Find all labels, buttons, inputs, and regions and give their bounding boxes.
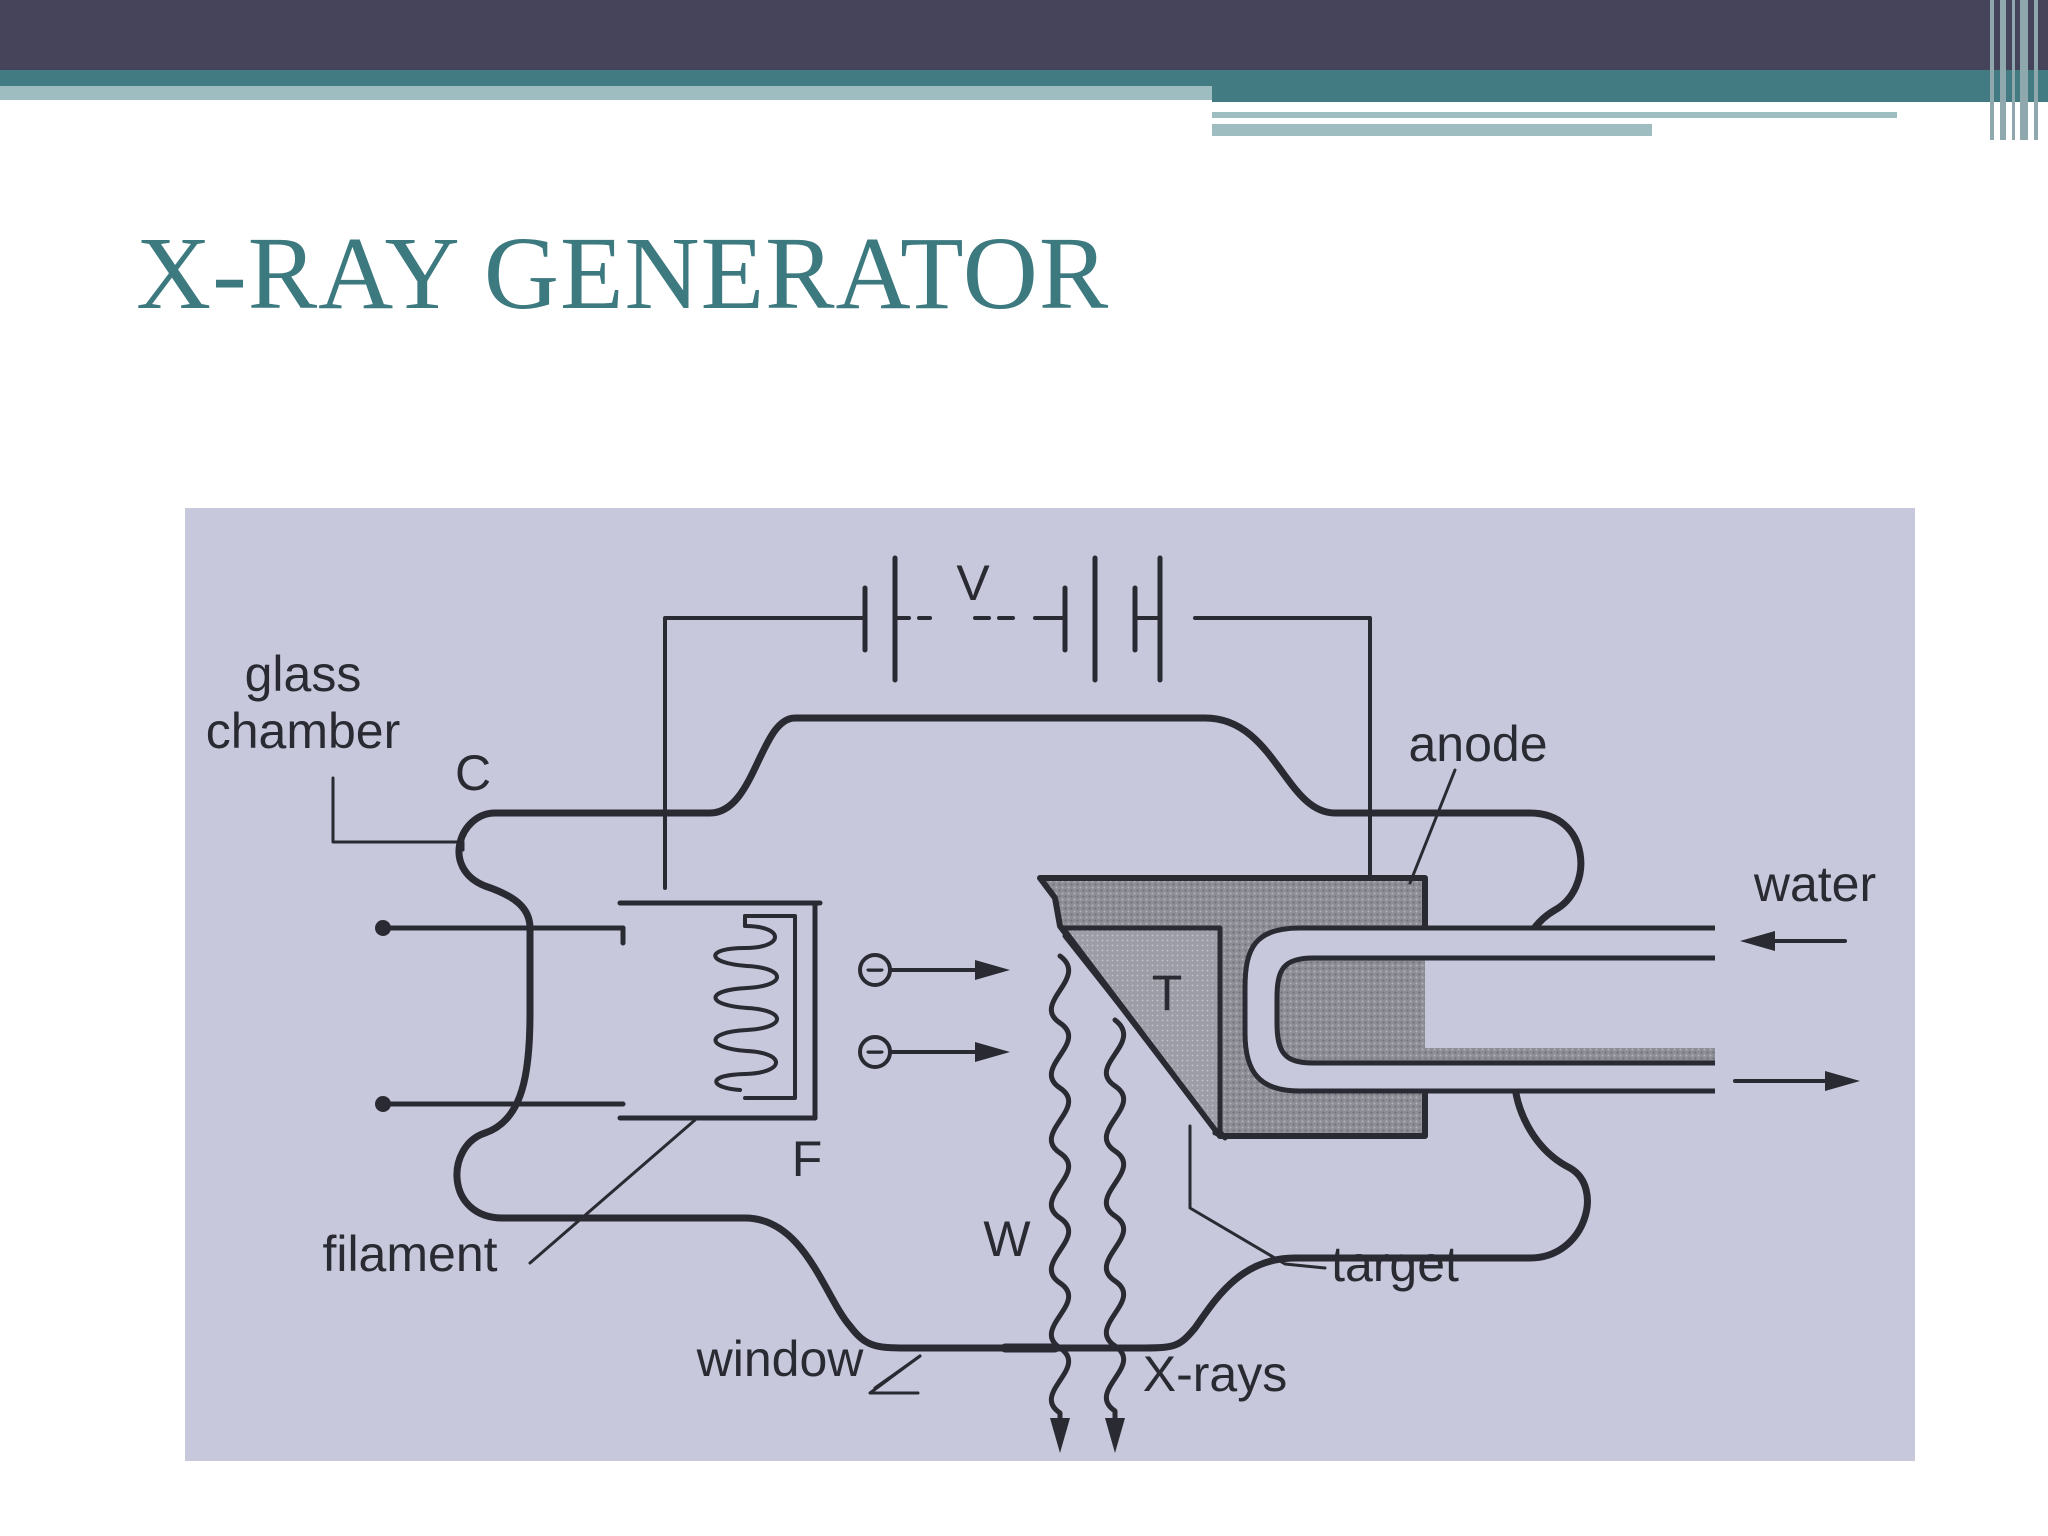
filament-leader (528, 1118, 697, 1265)
label-anode: anode (1408, 716, 1547, 772)
filament-coil (713, 914, 797, 1100)
xray-arrowhead-1 (1050, 1418, 1070, 1453)
electron-arrows (858, 953, 977, 1069)
header-stripe-teal-right (1212, 86, 2048, 102)
anode-block (1037, 875, 1715, 1141)
target-leader (1188, 1124, 1327, 1270)
terminal-dot-top (375, 920, 391, 936)
circuit-wires (663, 616, 1372, 890)
label-window-letter: W (983, 1211, 1031, 1267)
label-glass: glass (245, 646, 362, 702)
label-cathode: C (455, 745, 491, 801)
cathode-wires (380, 925, 626, 1107)
xray-generator-diagram: V glass chamber C anode water T F filame… (185, 508, 1915, 1461)
electron-symbol-1: − (867, 955, 882, 985)
anode-leader (1408, 768, 1457, 885)
xray-wave-1 (1049, 953, 1071, 1429)
header-stripe-light-lower (1212, 124, 1652, 136)
xray-arrowhead-2 (1105, 1418, 1125, 1453)
electron-symbol-2: − (867, 1037, 882, 1067)
glass-chamber-leader (331, 776, 465, 852)
terminal-dot-bottom (375, 1096, 391, 1112)
slide-title: X-RAY GENERATOR (136, 216, 1110, 331)
label-xrays: X-rays (1143, 1346, 1287, 1402)
water-out-arrowhead (1825, 1071, 1860, 1091)
label-voltage: V (956, 555, 990, 611)
label-filament: filament (322, 1226, 497, 1282)
label-filament-letter: F (792, 1131, 823, 1187)
water-in-arrowhead (1740, 931, 1775, 951)
header-stripe-teal (0, 70, 2048, 86)
electron-arrowhead-2 (975, 1042, 1010, 1062)
label-water: water (1753, 856, 1876, 912)
header-stripe-light-right (1212, 112, 1897, 118)
glass-chamber-outline (453, 714, 1591, 1352)
header-stripe-light-left (0, 86, 1212, 100)
electron-arrowhead-1 (975, 960, 1010, 980)
filament-cup (617, 900, 823, 1121)
label-window: window (696, 1331, 865, 1387)
battery-cells (862, 555, 1163, 683)
xray-wave-2 (1104, 1017, 1126, 1429)
label-target-letter: T (1152, 965, 1183, 1021)
label-chamber: chamber (206, 703, 401, 759)
header-corner-bars (1986, 0, 2048, 140)
label-target: target (1331, 1236, 1459, 1292)
header-bar (0, 0, 2048, 70)
